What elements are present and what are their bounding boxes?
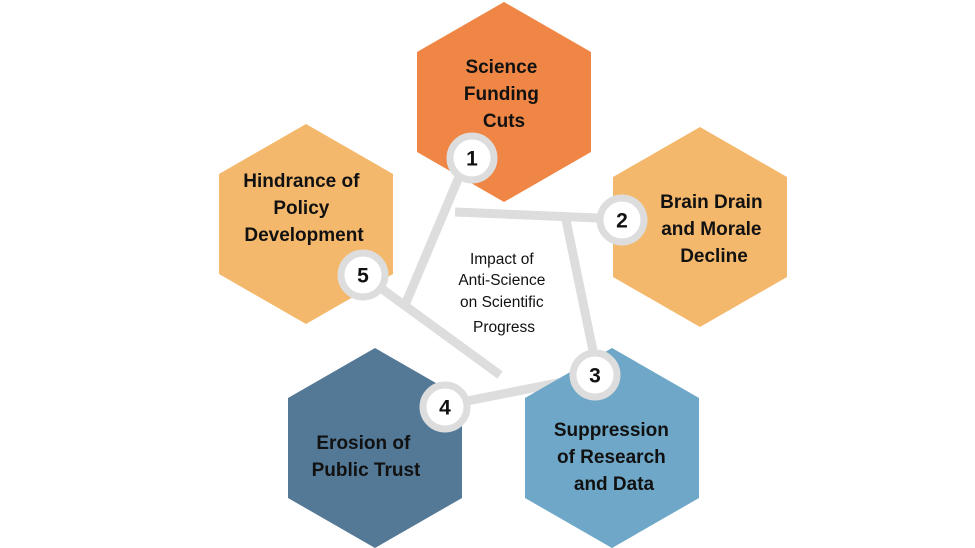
hexagon-4 — [288, 348, 462, 548]
center-title: Impact of Anti-Science on Scientific Pro… — [458, 251, 549, 336]
badge-3: 3 — [569, 349, 621, 401]
badge-5: 5 — [337, 249, 389, 301]
badge-1-ring — [446, 132, 498, 184]
connector-4-5 — [360, 271, 503, 379]
hexagon-1-label: Science Funding Cuts — [464, 57, 544, 132]
hexagon-3 — [525, 348, 699, 548]
badge-4: 4 — [419, 381, 471, 433]
badge-2: 2 — [596, 194, 648, 246]
badge-3-ring — [569, 349, 621, 401]
badge-3-number: 3 — [589, 365, 601, 388]
hexagon-2-label: Brain Drain and Morale Decline — [660, 192, 768, 267]
hexagon-2 — [613, 127, 787, 327]
badge-4-number: 4 — [439, 397, 451, 420]
hexagon-4-label: Erosion of Public Trust — [312, 433, 421, 481]
badge-1-number: 1 — [466, 148, 478, 171]
connector-2-3 — [561, 219, 603, 376]
badge-4-ring — [419, 381, 471, 433]
hexagon-3-label: Suppression of Research and Data — [554, 420, 674, 495]
badge-5-ring — [337, 249, 389, 301]
badge-2-ring — [596, 194, 648, 246]
connector-5-1 — [400, 156, 472, 307]
badge-1: 1 — [446, 132, 498, 184]
badge-2-number: 2 — [616, 210, 628, 233]
connector-1-2 — [454, 207, 623, 224]
hexagon-5-label: Hindrance of Policy Development — [243, 171, 364, 246]
badge-5-number: 5 — [357, 265, 369, 288]
